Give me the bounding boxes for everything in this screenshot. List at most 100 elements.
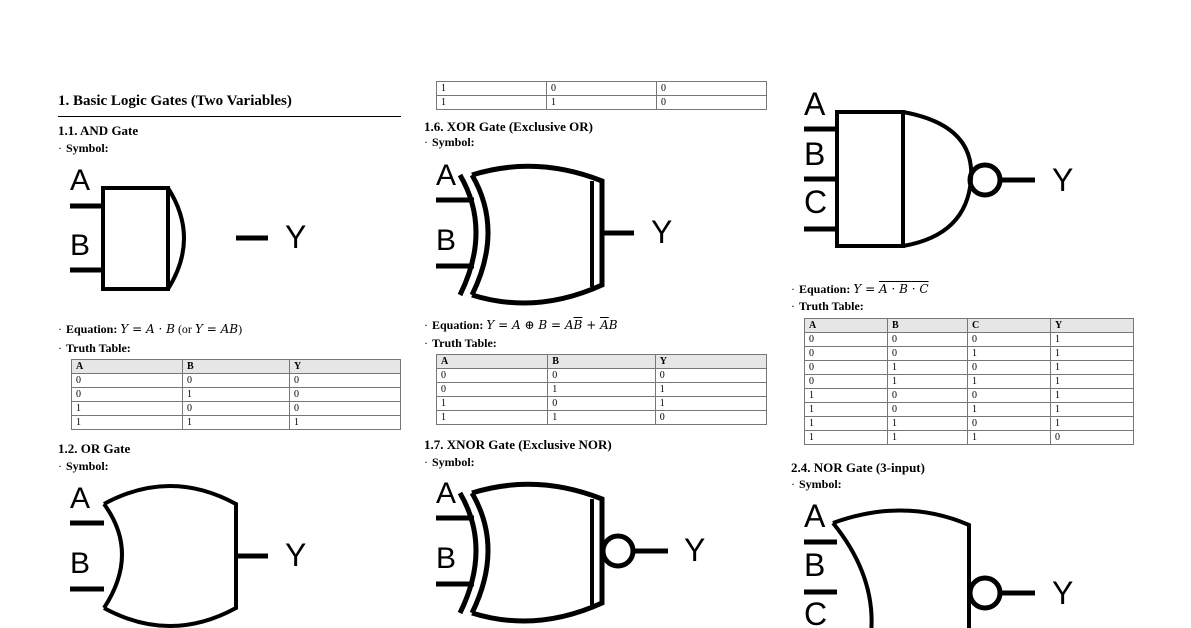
cell: 1 [886, 416, 969, 431]
or-input-a-label: A [70, 482, 90, 515]
col-header: A [71, 359, 183, 374]
nor3-gate-title: 2.4. NOR Gate (3-input) [791, 460, 925, 475]
cell: 0 [435, 382, 549, 397]
cell: 1 [71, 415, 183, 430]
and-truth-label: ·Truth Table: [58, 341, 131, 355]
cell: 1 [967, 374, 1051, 389]
cell: 0 [886, 388, 969, 403]
cell: 0 [289, 373, 401, 388]
xnor-input-a-label: A [436, 477, 456, 510]
col-header: Y [289, 359, 401, 374]
cell: 0 [967, 332, 1051, 347]
cell: 0 [656, 95, 767, 110]
xnor-gate-symbol: A B Y [436, 477, 705, 624]
xnor-output-label: Y [684, 532, 705, 568]
section-title-basic-gates: 1. Basic Logic Gates (Two Variables) [58, 93, 292, 109]
col-header: A [804, 318, 888, 333]
and-gate-symbol: A B Y [70, 164, 306, 291]
cell: 0 [1050, 430, 1134, 445]
table-header-row: A B C Y [804, 318, 1134, 333]
xor-input-b-label: B [436, 224, 456, 257]
xor-gate-symbol: A B Y [436, 159, 672, 306]
or-symbol-label: ·Symbol: [58, 459, 109, 473]
cell: 0 [804, 360, 888, 375]
table-header-row: A B Y [71, 359, 401, 374]
col-header: B [886, 318, 969, 333]
nor3-input-a-label: A [804, 498, 826, 534]
cell: 0 [804, 346, 888, 361]
col-header: B [181, 359, 291, 374]
nand3-truth-label: ·Truth Table: [791, 299, 864, 313]
cell: 1 [181, 387, 291, 402]
cell: 0 [886, 332, 969, 347]
cell: 1 [1050, 416, 1134, 431]
and-input-b-label: B [70, 229, 90, 262]
cell: 1 [967, 346, 1051, 361]
xor-output-label: Y [651, 214, 672, 250]
cell: 1 [654, 396, 768, 411]
cell: 0 [289, 401, 401, 416]
nand3-equation: ·Equation: Y = A · B · C [791, 282, 929, 296]
cell: 0 [967, 360, 1051, 375]
cell: 0 [547, 396, 656, 411]
cell: 1 [886, 360, 969, 375]
cell: 0 [71, 373, 183, 388]
cell: 0 [547, 368, 656, 383]
xor-gate-title: 1.6. XOR Gate (Exclusive OR) [424, 119, 593, 134]
cell: 0 [656, 81, 767, 96]
col-header: A [435, 354, 549, 369]
xor-symbol-label: ·Symbol: [424, 135, 475, 149]
cell: 1 [804, 430, 888, 445]
cell: 1 [886, 374, 969, 389]
xor-input-a-label: A [436, 159, 456, 192]
nand3-input-a-label: A [804, 86, 826, 122]
nor3-output-label: Y [1052, 575, 1073, 611]
cell: 1 [547, 410, 656, 425]
cell: 1 [546, 95, 657, 110]
nand3-input-c-label: C [804, 184, 827, 220]
cell: 1 [886, 430, 969, 445]
nor3-symbol-label: ·Symbol: [791, 477, 842, 491]
or-input-b-label: B [70, 547, 90, 580]
cell: 1 [1050, 360, 1134, 375]
xor-equation: ·Equation: Y = A ⊕ B = AB + AB [424, 318, 618, 332]
col-header: Y [1050, 318, 1134, 333]
cell: 1 [289, 415, 401, 430]
cell: 1 [71, 401, 183, 416]
cell: 0 [886, 402, 969, 417]
nor3-gate-symbol: A B C Y [804, 498, 1073, 628]
or-output-label: Y [285, 537, 306, 573]
cell: 1 [804, 388, 888, 403]
and-symbol-label: ·Symbol: [58, 141, 109, 155]
col-header: B [547, 354, 656, 369]
cell: 1 [1050, 332, 1134, 347]
cell: 0 [654, 410, 768, 425]
cell: 0 [804, 374, 888, 389]
cell: 1 [1050, 374, 1134, 389]
cell: 1 [436, 95, 547, 110]
nand3-output-label: Y [1052, 162, 1073, 198]
cell: 0 [71, 387, 183, 402]
and-equation: ·Equation: Y = A · B (or Y = AB) [58, 322, 243, 336]
cell: 1 [967, 430, 1051, 445]
nor3-input-b-label: B [804, 547, 825, 583]
xnor-symbol-label: ·Symbol: [424, 455, 475, 469]
cell: 0 [289, 387, 401, 402]
